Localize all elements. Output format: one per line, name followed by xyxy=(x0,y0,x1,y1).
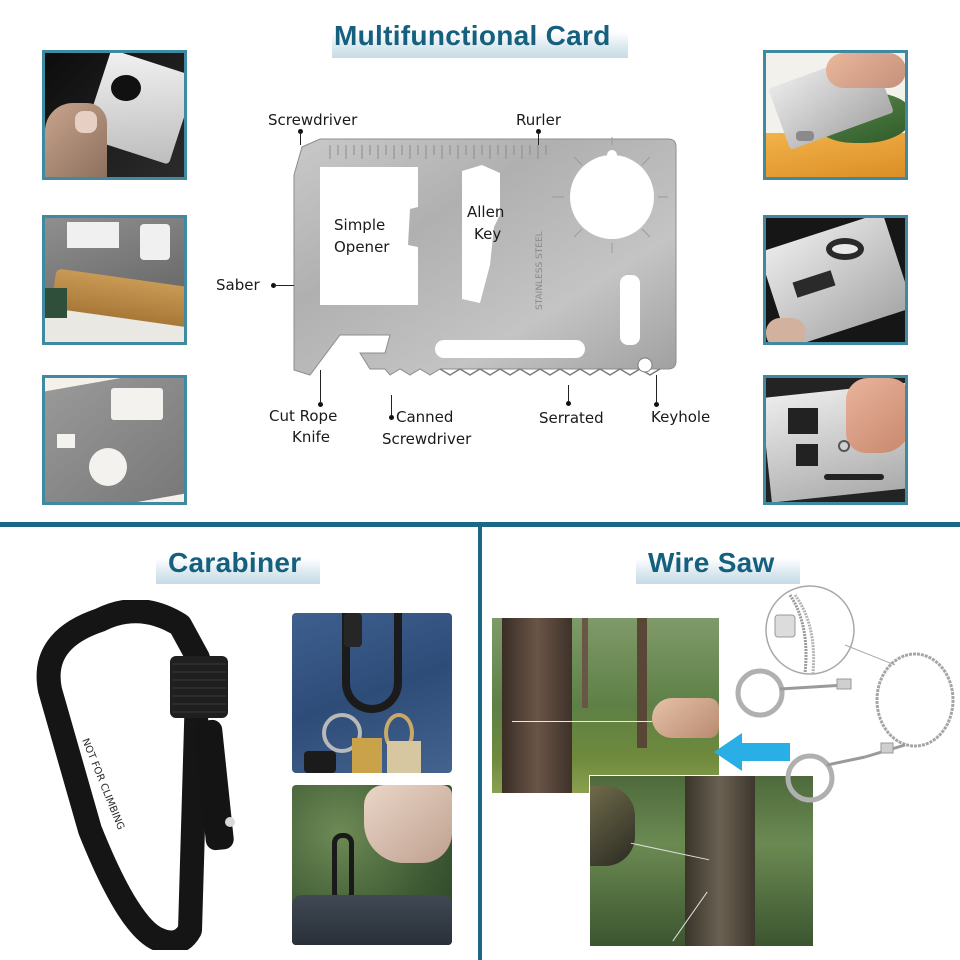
label-allen-key-line1: Allen xyxy=(467,203,505,221)
leader-line-saber xyxy=(274,285,294,286)
label-simple-opener-line2: Opener xyxy=(334,238,390,256)
photo-wire-saw-tree-pull xyxy=(492,618,719,793)
horizontal-divider xyxy=(0,522,960,527)
label-canned-line2: Screwdriver xyxy=(382,430,472,448)
vertical-divider xyxy=(478,527,482,960)
label-ruler: Rurler xyxy=(516,111,561,129)
card-section-title: Multifunctional Card xyxy=(334,20,611,51)
photo-card-in-hand xyxy=(42,50,187,180)
label-cut-rope-line1: Cut Rope xyxy=(269,407,338,425)
leader-dot-serrated xyxy=(566,401,571,406)
photo-card-sawing-wood xyxy=(42,215,187,345)
wire-saw-title-band xyxy=(636,558,800,584)
carabiner-title-band xyxy=(156,558,320,584)
leader-line-screwdriver xyxy=(300,131,301,145)
photo-card-ruler-closeup xyxy=(42,375,187,505)
leader-line-ruler xyxy=(538,131,539,145)
leader-dot-keyhole xyxy=(654,402,659,407)
leader-dot-cut-rope xyxy=(318,402,323,407)
label-allen-key-line2: Key xyxy=(474,225,502,243)
carabiner-section-title: Carabiner xyxy=(168,547,302,578)
label-screwdriver: Screwdriver xyxy=(268,111,358,129)
arrow-left-icon xyxy=(714,733,790,771)
photo-carabiner-on-jeans-keys xyxy=(292,613,452,773)
label-canned-line1: Canned xyxy=(396,408,454,426)
label-keyhole: Keyhole xyxy=(651,408,711,426)
leader-dot-saber xyxy=(271,283,276,288)
photo-card-on-pot xyxy=(763,215,908,345)
stainless-steel-engraving: STAINLESS STEEL xyxy=(535,231,545,310)
label-cut-rope-line2: Knife xyxy=(292,428,331,446)
photo-card-screwdriver-use xyxy=(763,375,908,505)
label-serrated: Serrated xyxy=(539,409,604,427)
multifunction-card-diagram: STAINLESS STEEL xyxy=(290,135,680,385)
label-simple-opener-line1: Simple xyxy=(334,216,386,234)
card-title-band xyxy=(332,32,628,58)
photo-carabiner-hand-bag xyxy=(292,785,452,945)
wire-saw-product-image xyxy=(735,585,960,810)
label-saber: Saber xyxy=(216,276,260,294)
photo-wire-saw-cutting-branch xyxy=(589,775,814,947)
leader-line-serrated xyxy=(568,385,569,402)
wire-saw-section-title: Wire Saw xyxy=(648,547,775,578)
leader-dot-canned xyxy=(389,415,394,420)
photo-card-wrench-bolt xyxy=(763,50,908,180)
carabiner-product-image: NOT FOR CLIMBING xyxy=(30,599,270,955)
leader-line-keyhole xyxy=(656,375,657,403)
leader-line-cut-rope xyxy=(320,370,321,404)
leader-line-canned xyxy=(391,395,392,415)
